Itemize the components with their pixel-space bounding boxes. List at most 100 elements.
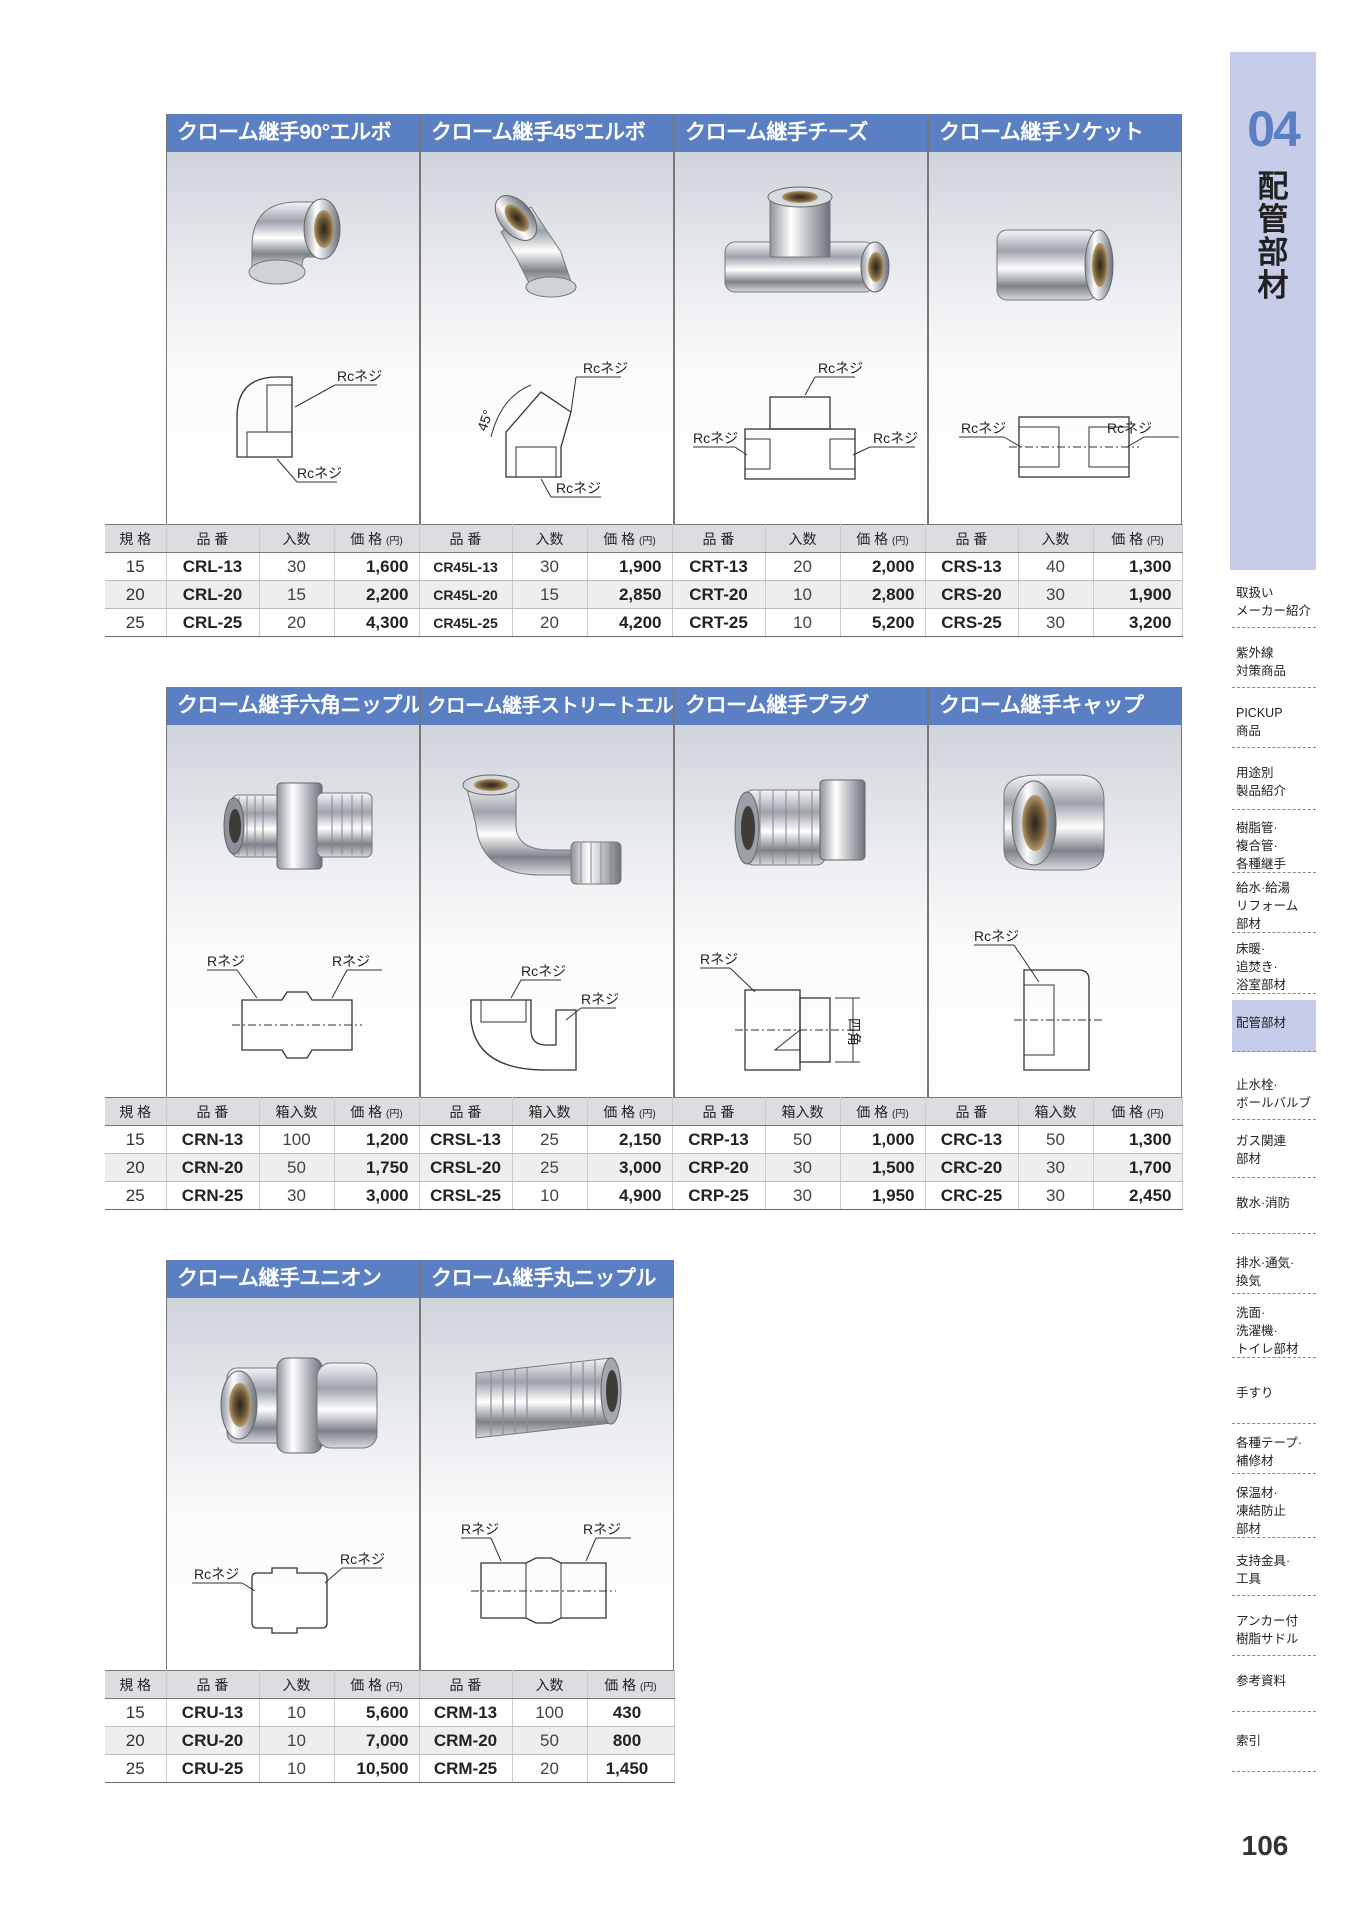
thread-label: Rcネジ: [194, 1566, 239, 1582]
thread-label: Rネジ: [700, 951, 738, 967]
sidebar-item-label: 排水·通気·: [1236, 1256, 1295, 1270]
plug-drawing: 四角 Rネジ: [700, 951, 862, 1071]
sidebar-item-label: 部材: [1236, 1152, 1262, 1166]
sidebar-item[interactable]: 取扱いメーカー紹介: [1232, 580, 1316, 628]
spec-table-2: 規 格 品 番箱入数価 格 (円) 品 番箱入数価 格 (円) 品 番箱入数価 …: [105, 1097, 1183, 1210]
sidebar-item-label: リフォーム: [1236, 899, 1299, 913]
sidebar-item-label: ボールバルブ: [1236, 1096, 1312, 1110]
sidebar-item-label: 樹脂管·: [1236, 821, 1278, 835]
socket-photo: [996, 229, 1114, 301]
sidebar-item[interactable]: 用途別製品紹介: [1232, 760, 1316, 810]
elbow-90-drawing: Rcネジ Rcネジ: [236, 368, 382, 483]
sidebar-item[interactable]: 樹脂管·複合管·各種継手: [1232, 815, 1316, 873]
sidebar-item-label: 部材: [1236, 1522, 1262, 1536]
sidebar-item[interactable]: 手すり: [1232, 1380, 1316, 1424]
sidebar-item-label: 散水·消防: [1236, 1196, 1291, 1210]
sidebar-item[interactable]: 各種テープ· 補修材: [1232, 1430, 1316, 1474]
sidebar-item-label: 浴室部材: [1236, 978, 1287, 992]
spec-header: 規 格 品 番入数価 格 (円) 品 番入数価 格 (円): [105, 1670, 675, 1699]
sidebar-item[interactable]: 参考資料: [1232, 1668, 1316, 1712]
cap-drawing: Rcネジ: [974, 928, 1104, 1071]
sidebar-item[interactable]: 床暖· 追焚き· 浴室部材: [1232, 936, 1316, 994]
sidebar-item[interactable]: 排水·通気· 換気: [1232, 1250, 1316, 1294]
product-card-crl: クローム継手90°エルボ Rcネジ Rcネジ: [166, 114, 420, 524]
product-title: クローム継手ストリートエルボ: [421, 687, 673, 725]
sidebar-item[interactable]: 支持金具· 工具: [1232, 1548, 1316, 1596]
sidebar-item[interactable]: 索引: [1232, 1728, 1316, 1772]
thread-label: Rcネジ: [818, 360, 863, 376]
street-elbow-photo: [462, 774, 622, 885]
chapter-title: 配管部材: [1257, 169, 1289, 303]
sidebar-item[interactable]: 止水栓· ボールバルブ: [1232, 1072, 1316, 1120]
sidebar-item-label: PICKUP: [1236, 706, 1283, 720]
spec-header: 規 格 品 番入数価 格 (円) 品 番入数価 格 (円) 品 番入数価 格 (…: [105, 524, 1183, 553]
sidebar-item-label: 洗濯機·: [1236, 1324, 1278, 1338]
tee-drawing: Rcネジ Rcネジ Rcネジ: [693, 360, 918, 480]
sidebar-item-label: 換気: [1236, 1274, 1262, 1288]
thread-label: Rcネジ: [873, 430, 918, 446]
thread-label: Rcネジ: [340, 1551, 385, 1567]
thread-label: Rcネジ: [693, 430, 738, 446]
sidebar-item-label: 止水栓·: [1236, 1078, 1278, 1092]
sidebar-item[interactable]: 保温材·凍結防止部材: [1232, 1480, 1316, 1538]
union-drawing: Rcネジ Rcネジ: [192, 1551, 385, 1634]
sidebar-item-label: 樹脂サドル: [1236, 1632, 1299, 1646]
cap-photo: [1003, 774, 1105, 871]
sidebar-item-label: 補修材: [1236, 1454, 1274, 1468]
product-title: クローム継手90°エルボ: [167, 114, 419, 152]
sidebar-item-label: 配管部材: [1236, 1016, 1287, 1030]
sidebar-item[interactable]: 散水·消防: [1232, 1190, 1316, 1234]
product-title: クローム継手六角ニップル: [167, 687, 419, 725]
sidebar-item-label: トイレ部材: [1236, 1342, 1299, 1356]
product-title: クローム継手チーズ: [675, 114, 927, 152]
product-title: クローム継手45°エルボ: [421, 114, 673, 152]
sidebar-item-label: 床暖·: [1236, 942, 1266, 956]
chapter-tab: [1230, 52, 1316, 570]
product-card-crn: クローム継手六角ニップル Rネジ Rネジ: [166, 687, 420, 1097]
sidebar-item-label: 追焚き·: [1236, 960, 1278, 974]
sidebar-item-label: 洗面·: [1236, 1306, 1266, 1320]
thread-label: Rcネジ: [521, 963, 566, 979]
sidebar-item[interactable]: 給水·給湯リフォーム部材: [1232, 875, 1316, 933]
sidebar-item-label: アンカー付: [1236, 1614, 1299, 1628]
thread-label: Rcネジ: [974, 928, 1019, 944]
thread-label: Rcネジ: [583, 360, 628, 376]
thread-label: Rcネジ: [961, 420, 1006, 436]
thread-label: Rcネジ: [297, 465, 342, 481]
sidebar-item[interactable]: 洗面· 洗濯機· トイレ部材: [1232, 1300, 1316, 1358]
sidebar-item-label: 製品紹介: [1236, 784, 1287, 798]
thread-label: Rcネジ: [1107, 420, 1152, 436]
round-nipple-photo: [475, 1357, 622, 1439]
product-title: クローム継手ソケット: [929, 114, 1181, 152]
product-card-crm: クローム継手丸ニップル Rネジ Rネジ: [420, 1260, 674, 1670]
product-card-cr45l: クローム継手45°エルボ Rcネジ Rcネジ 45°: [420, 114, 674, 524]
page-number: 106: [1241, 1830, 1289, 1861]
sidebar-item-label: 各種継手: [1236, 857, 1287, 871]
sidebar-item-label: 工具: [1236, 1572, 1262, 1586]
sidebar-item[interactable]: 紫外線対策商品: [1232, 640, 1316, 688]
sidebar-item[interactable]: 配管部材: [1232, 1000, 1316, 1052]
plug-photo: [734, 779, 866, 866]
sidebar-item-label: 各種テープ·: [1236, 1436, 1302, 1450]
sidebar-item[interactable]: アンカー付樹脂サドル: [1232, 1608, 1316, 1656]
angle-label: 45°: [474, 408, 496, 433]
product-title: クローム継手丸ニップル: [421, 1260, 673, 1298]
hex-nipple-drawing: Rネジ Rネジ: [207, 953, 382, 1059]
product-title: クローム継手プラグ: [675, 687, 927, 725]
thread-label: Rネジ: [332, 953, 370, 969]
sidebar-item-label: 保温材·: [1236, 1486, 1278, 1500]
sidebar-item-label: 取扱い: [1236, 586, 1274, 600]
street-elbow-drawing: Rcネジ Rネジ: [470, 963, 619, 1071]
sidebar-item[interactable]: ガス関連部材: [1232, 1128, 1316, 1178]
sidebar-item-label: 支持金具·: [1236, 1554, 1291, 1568]
